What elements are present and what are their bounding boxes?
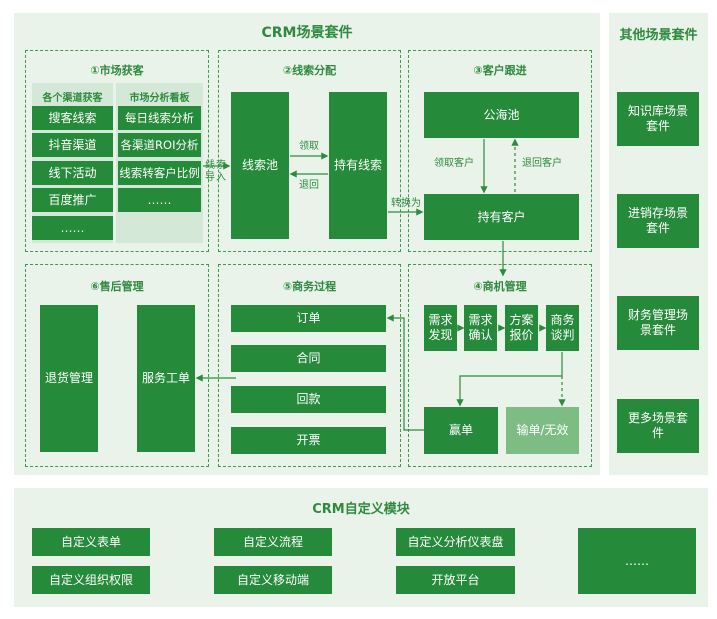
business-section: [218, 264, 401, 467]
lead-dist-section: [218, 50, 401, 252]
open-platform[interactable]: 开放平台: [396, 566, 515, 594]
win-deal[interactable]: 赢单: [424, 407, 498, 454]
analytics-conversion[interactable]: 线索转客户比例: [118, 161, 201, 185]
finance-suite[interactable]: 财务管理场景套件: [617, 296, 699, 350]
channel-baidu[interactable]: 百度推广: [32, 188, 113, 212]
lead-dist-title: ②线索分配: [282, 64, 337, 77]
custom-module-title: CRM自定义模块: [312, 502, 410, 517]
custom-dashboard[interactable]: 自定义分析仪表盘: [396, 528, 515, 556]
opportunity-section: [408, 264, 592, 467]
channel-soke[interactable]: 搜客线索: [32, 106, 113, 130]
stage-proposal[interactable]: 方案报价: [505, 305, 538, 351]
custom-org-permissions[interactable]: 自定义组织权限: [32, 566, 150, 594]
analytics-header: 市场分析看板: [129, 93, 190, 104]
business-order[interactable]: 订单: [231, 305, 386, 332]
convert-label: 转换为: [391, 198, 421, 209]
lose-deal[interactable]: 输单/无效: [506, 407, 579, 454]
channels-header: 各个渠道获客: [42, 93, 103, 104]
business-title: ⑤商务过程: [282, 280, 337, 293]
returns-management[interactable]: 退货管理: [40, 305, 98, 452]
after-sales-title: ⑥售后管理: [90, 280, 144, 293]
claim-label: 领取: [299, 141, 319, 152]
knowledge-base-suite[interactable]: 知识库场景套件: [617, 92, 699, 146]
lead-pool[interactable]: 线索池: [231, 92, 289, 239]
analytics-daily-leads[interactable]: 每日线索分析: [118, 106, 201, 130]
customer-follow-title: ③客户跟进: [473, 64, 527, 77]
stage-need-discovery[interactable]: 需求发现: [424, 305, 457, 351]
analytics-more[interactable]: ……: [118, 188, 201, 212]
service-ticket[interactable]: 服务工单: [137, 305, 195, 452]
crm-suite-title: CRM场景套件: [261, 25, 353, 41]
market-section: [25, 50, 209, 252]
business-contract[interactable]: 合同: [231, 345, 386, 372]
channel-douyin[interactable]: 抖音渠道: [32, 133, 113, 157]
stage-negotiation[interactable]: 商务谈判: [546, 305, 579, 351]
market-section-title: ①市场获客: [90, 64, 144, 77]
opportunity-title: ④商机管理: [473, 280, 527, 293]
owned-leads[interactable]: 持有线索: [329, 92, 387, 239]
public-pool[interactable]: 公海池: [424, 92, 579, 138]
owned-customers[interactable]: 持有客户: [424, 194, 579, 240]
other-suites-title: 其他场景套件: [619, 28, 698, 43]
after-sales-section: [25, 264, 209, 467]
return-customer-label: 退回客户: [522, 158, 562, 169]
stage-need-confirm[interactable]: 需求确认: [464, 305, 497, 351]
business-invoice[interactable]: 开票: [231, 427, 386, 454]
custom-workflow[interactable]: 自定义流程: [214, 528, 332, 556]
more-suites[interactable]: 更多场景套件: [617, 399, 699, 453]
channel-more[interactable]: ……: [32, 216, 113, 240]
channel-offline[interactable]: 线下活动: [32, 161, 113, 185]
analytics-channel-roi[interactable]: 各渠道ROI分析: [118, 133, 201, 157]
custom-form[interactable]: 自定义表单: [32, 528, 150, 556]
return-label: 退回: [299, 180, 319, 191]
customer-follow-section: [408, 50, 592, 252]
inventory-suite[interactable]: 进销存场景套件: [617, 194, 699, 248]
business-payment[interactable]: 回款: [231, 386, 386, 413]
custom-mobile[interactable]: 自定义移动端: [214, 566, 332, 594]
claim-customer-label: 领取客户: [434, 158, 474, 169]
custom-more[interactable]: ……: [578, 528, 696, 594]
